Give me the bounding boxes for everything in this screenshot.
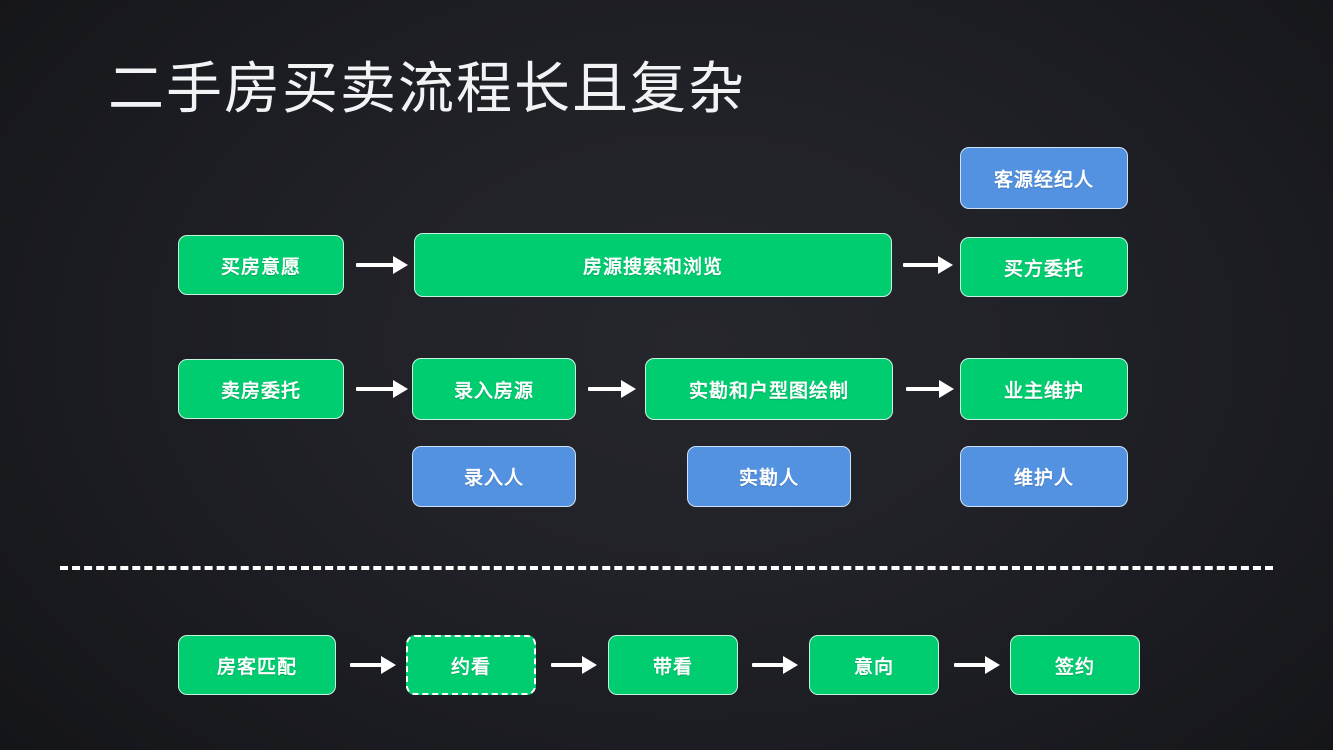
arrow-seller-2 bbox=[588, 378, 636, 400]
page-title: 二手房买卖流程长且复杂 bbox=[108, 57, 746, 120]
flow-node-shikan-huxingtu[interactable]: 实勘和户型图绘制 bbox=[645, 358, 893, 420]
flow-node-fangyuan-sousuo-liulan[interactable]: 房源搜索和浏览 bbox=[414, 233, 892, 297]
flow-node-maifang-weituo[interactable]: 买方委托 bbox=[960, 237, 1128, 297]
section-divider bbox=[60, 566, 1273, 570]
flow-node-maifang-yiyuan[interactable]: 买房意愿 bbox=[178, 235, 344, 295]
arrow-deal-1 bbox=[350, 654, 396, 676]
arrow-buyer-1 bbox=[356, 254, 408, 276]
role-node-weihuren[interactable]: 维护人 bbox=[960, 446, 1128, 507]
flow-node-yuekan[interactable]: 约看 bbox=[406, 635, 536, 695]
flow-node-maifang-weituo-seller[interactable]: 卖房委托 bbox=[178, 359, 344, 419]
flow-node-luru-fangyuan[interactable]: 录入房源 bbox=[412, 358, 576, 420]
role-node-kehuan-jingjiren[interactable]: 客源经纪人 bbox=[960, 147, 1128, 209]
flow-node-daikan[interactable]: 带看 bbox=[608, 635, 738, 695]
flow-node-fangke-pipei[interactable]: 房客匹配 bbox=[178, 635, 336, 695]
flow-node-yixiang[interactable]: 意向 bbox=[809, 635, 939, 695]
flow-node-qianyue[interactable]: 签约 bbox=[1010, 635, 1140, 695]
role-node-shikanren[interactable]: 实勘人 bbox=[687, 446, 851, 507]
arrow-buyer-2 bbox=[903, 254, 953, 276]
flow-node-yezhu-weihu[interactable]: 业主维护 bbox=[960, 358, 1128, 420]
role-node-luruen[interactable]: 录入人 bbox=[412, 446, 576, 507]
arrow-seller-3 bbox=[906, 378, 954, 400]
arrow-seller-1 bbox=[356, 378, 408, 400]
arrow-deal-4 bbox=[954, 654, 1000, 676]
arrow-deal-3 bbox=[752, 654, 798, 676]
arrow-deal-2 bbox=[551, 654, 597, 676]
